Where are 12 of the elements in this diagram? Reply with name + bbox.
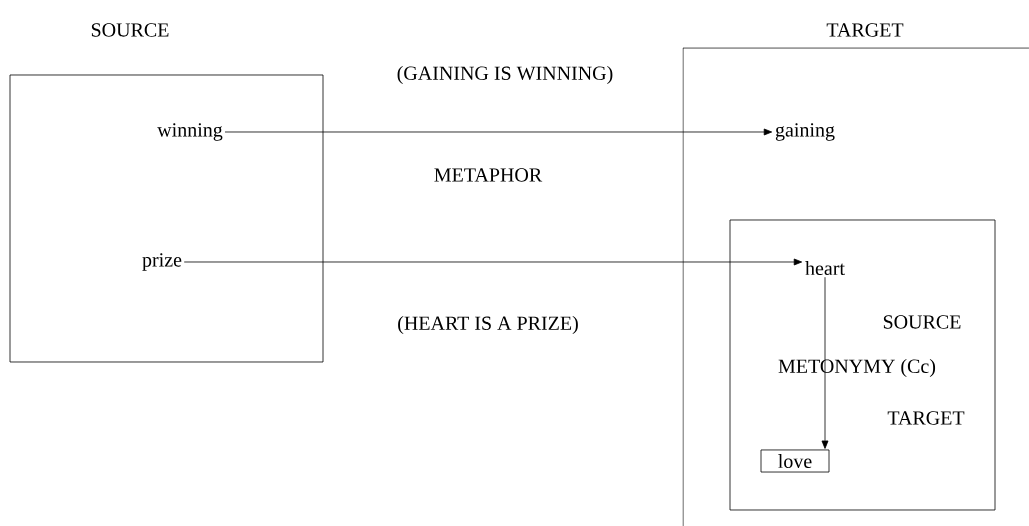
word: gaining: [775, 123, 835, 141]
word: prize: [142, 253, 182, 271]
label-text: (GAINING IS WINNING): [394, 63, 616, 87]
label-text: METAPHOR: [431, 166, 545, 184]
word-box: love: [760, 449, 830, 473]
arrow: [183, 258, 803, 266]
arrow: [821, 276, 829, 449]
word: winning: [157, 123, 223, 141]
word: heart: [805, 260, 845, 275]
arrow: [224, 128, 773, 136]
node-label: SOURCE: [91, 23, 169, 37]
label-text: (HEART IS A PRIZE): [395, 313, 581, 337]
